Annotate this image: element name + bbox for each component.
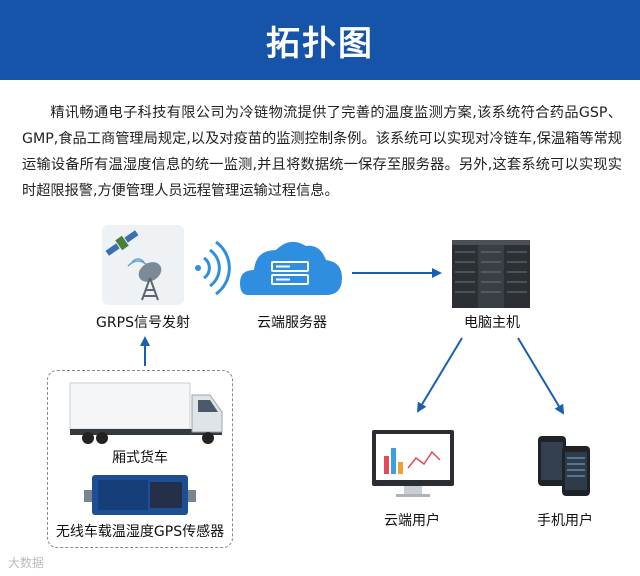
header-banner: 拓扑图 <box>0 0 640 80</box>
cloud-server-icon <box>240 241 342 295</box>
truck-label: 厢式货车 <box>112 450 168 466</box>
satellite-dish-icon <box>105 230 162 301</box>
watermark: 大数据 <box>8 556 45 570</box>
vehicle-group-box <box>47 370 233 548</box>
arrow-host-to-cloud-user <box>416 337 463 413</box>
cloud-server-label: 云端服务器 <box>257 315 327 331</box>
smartphone-icon <box>538 436 590 496</box>
desktop-monitor-icon <box>372 430 454 497</box>
sensor-label: 无线车载温湿度GPS传感器 <box>55 524 225 540</box>
box-truck-icon <box>69 382 223 444</box>
page-title: 拓扑图 <box>266 23 374 64</box>
intro-paragraph: 精讯畅通电子科技有限公司为冷链物流提供了完善的温度监测方案,该系统符合药品GSP… <box>22 105 622 199</box>
grps-icon-box <box>102 225 184 305</box>
wifi-signal-icon <box>195 240 231 296</box>
cloud-user-label: 云端用户 <box>384 513 440 529</box>
grps-label: GRPS信号发射 <box>96 315 190 331</box>
host-label: 电脑主机 <box>464 315 520 331</box>
arrow-host-to-mobile-user <box>517 337 565 415</box>
server-rack-icon <box>452 240 530 308</box>
mobile-user-label: 手机用户 <box>537 513 593 529</box>
sensor-device-icon <box>84 475 196 515</box>
